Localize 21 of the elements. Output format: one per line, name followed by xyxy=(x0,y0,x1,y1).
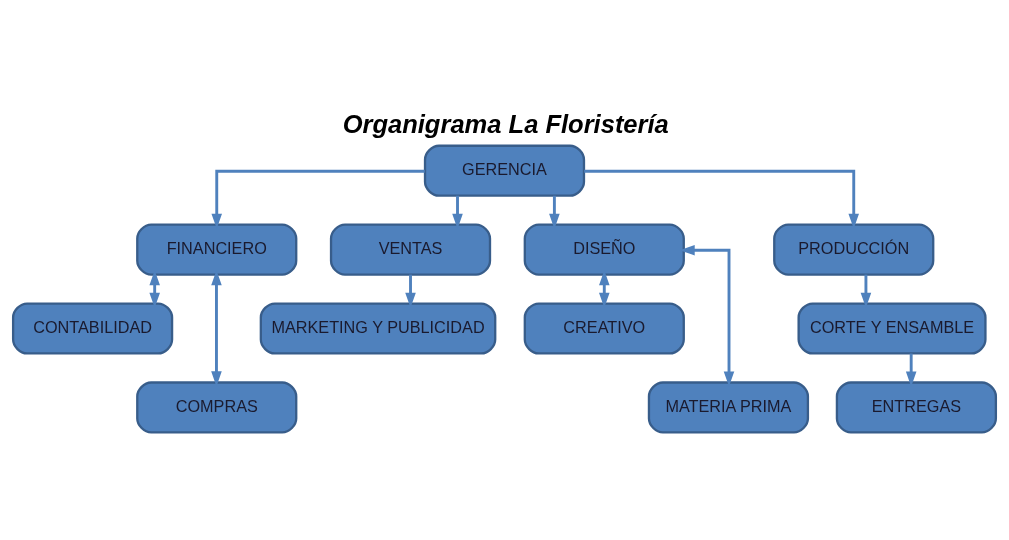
node-box: FINANCIERO xyxy=(136,223,298,276)
node-box: CONTABILIDAD xyxy=(11,301,174,355)
arrow xyxy=(905,353,917,387)
node-box: PRODUCCIÓN xyxy=(773,223,935,276)
arrow xyxy=(452,195,463,229)
diagram-title: Organigrama La Floristería xyxy=(342,109,669,138)
arrow xyxy=(584,169,860,229)
node-box: CORTE Y ENSAMBLE xyxy=(797,301,987,355)
arrow xyxy=(860,274,872,308)
arrow xyxy=(211,169,425,229)
node-box: VENTAS xyxy=(329,223,492,276)
node-box: DISEÑO xyxy=(523,223,685,276)
node-box: ENTREGAS xyxy=(835,380,998,434)
arrow xyxy=(679,244,735,387)
node-box: CREATIVO xyxy=(523,301,685,355)
node-box: COMPRAS xyxy=(136,380,298,434)
node-box: MARKETING Y PUBLICIDAD xyxy=(259,301,497,355)
arrow xyxy=(405,274,416,308)
node-box: MATERIA PRIMA xyxy=(647,380,810,434)
arrow xyxy=(549,195,560,229)
node-box: GERENCIA xyxy=(423,144,586,197)
